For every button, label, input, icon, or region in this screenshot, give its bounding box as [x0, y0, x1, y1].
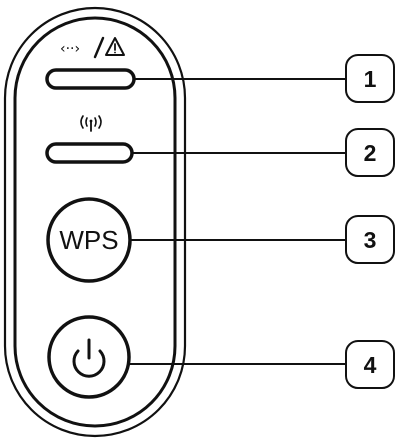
power-icon	[72, 338, 106, 378]
callout-number-4: 4	[364, 352, 377, 378]
panel-housing	[3, 6, 187, 438]
svg-text:‹··›: ‹··›	[60, 41, 80, 57]
callout-number-1: 1	[364, 66, 377, 92]
callout-2: 2	[345, 128, 395, 177]
callout-lines	[128, 78, 347, 365]
power-button[interactable]	[47, 315, 131, 399]
wireless-signal-icon	[80, 115, 102, 132]
callout-4: 4	[345, 340, 395, 389]
callout-1: 1	[345, 54, 395, 103]
status-led	[45, 68, 136, 90]
wps-button[interactable]: WPS	[46, 197, 132, 283]
callout-3: 3	[345, 215, 395, 264]
wps-button-label: WPS	[59, 225, 118, 255]
callout-number-3: 3	[364, 227, 377, 253]
network-error-warning-icon: ‹··›	[60, 36, 125, 59]
wireless-led	[45, 142, 134, 164]
callout-number-2: 2	[364, 140, 377, 166]
